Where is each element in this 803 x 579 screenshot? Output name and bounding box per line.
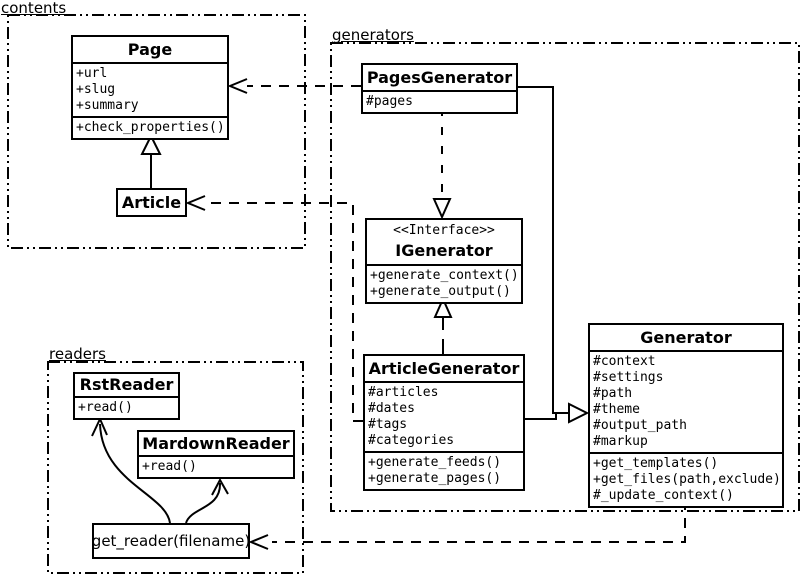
class-mardownreader-methods: +read()	[139, 455, 293, 477]
class-mardownreader: MardownReader +read()	[137, 430, 295, 479]
class-generator-name: Generator	[640, 328, 732, 347]
method: +generate_pages()	[368, 471, 502, 486]
class-igenerator-methods: +generate_context() +generate_output()	[367, 264, 521, 302]
class-articlegenerator-methods: +generate_feeds() +generate_pages()	[365, 451, 523, 489]
class-pagesgenerator: PagesGenerator #pages	[361, 63, 518, 114]
attribute: #dates	[368, 401, 415, 416]
attribute: #tags	[368, 417, 408, 432]
getreader-rstreader-arrow-line	[99, 423, 171, 524]
method: +generate_feeds()	[368, 455, 502, 470]
method: +read()	[78, 400, 133, 415]
attribute: +url	[76, 66, 108, 81]
attribute: #output_path	[593, 418, 687, 433]
contents-package-frame	[7, 14, 306, 249]
attribute: #context	[593, 354, 656, 369]
class-page-methods: +check_properties()	[73, 116, 227, 138]
get-reader-function-label: get_reader(filename)	[91, 532, 251, 550]
method: +generate_context()	[370, 268, 519, 283]
class-articlegenerator-name: ArticleGenerator	[368, 359, 520, 378]
class-generator-methods: +get_templates() +get_files(path,exclude…	[590, 452, 782, 506]
get-reader-function-box: get_reader(filename)	[92, 523, 250, 559]
class-rstreader-methods: +read()	[75, 396, 178, 418]
contents-package-label: contents	[1, 0, 67, 17]
method: +get_templates()	[593, 456, 719, 471]
attribute: #pages	[366, 94, 413, 109]
attribute: #categories	[368, 433, 455, 448]
readers-package-label: readers	[49, 345, 106, 363]
class-pagesgenerator-attributes: #pages	[363, 90, 516, 112]
generators-package-frame	[330, 42, 800, 512]
class-generator-attributes: #context #settings #path #theme #output_…	[590, 350, 782, 452]
class-page-attributes: +url +slug +summary	[73, 62, 227, 116]
class-articlegenerator: ArticleGenerator #articles #dates #tags …	[363, 354, 525, 491]
method: +generate_output()	[370, 284, 511, 299]
articlegenerator-article-dependency-line	[205, 202, 363, 422]
pagesgenerator-generator-inheritance-line	[518, 86, 569, 414]
attribute: #markup	[593, 434, 648, 449]
class-pagesgenerator-name: PagesGenerator	[366, 68, 513, 87]
class-igenerator-name: IGenerator	[395, 241, 493, 260]
article-page-inheritance-triangle-icon	[140, 133, 162, 155]
page-dependency-arrowhead-icon	[227, 78, 248, 94]
attribute: +slug	[76, 82, 116, 97]
generator-inheritance-triangle-icon	[568, 402, 590, 424]
class-page-name: Page	[127, 40, 173, 59]
readers-package-frame	[47, 361, 304, 574]
class-rstreader-name: RstReader	[79, 375, 174, 394]
method: #_update_context()	[593, 488, 734, 503]
method: +get_files(path,exclude)	[593, 472, 781, 487]
attribute: #theme	[593, 402, 640, 417]
getreader-mardownreader-arrow-line	[185, 482, 222, 524]
class-igenerator-stereotype: <<Interface>>	[393, 223, 495, 238]
class-generator: Generator #context #settings #path #them…	[588, 323, 784, 508]
class-article: Article	[116, 188, 187, 217]
class-articlegenerator-attributes: #articles #dates #tags #categories	[365, 381, 523, 451]
class-rstreader: RstReader +read()	[73, 372, 180, 420]
class-page: Page +url +slug +summary +check_properti…	[71, 35, 229, 140]
article-dependency-arrowhead-icon	[185, 195, 206, 211]
getreader-dependency-arrowhead-icon	[248, 534, 269, 550]
attribute: #settings	[593, 370, 664, 385]
method: +read()	[142, 459, 197, 474]
method: +check_properties()	[76, 120, 225, 135]
generator-getreader-dependency-line	[272, 500, 686, 543]
class-igenerator: <<Interface>> IGenerator +generate_conte…	[365, 218, 523, 304]
pagesgenerator-igenerator-realization-triangle-icon	[432, 198, 452, 220]
class-article-name: Article	[121, 193, 182, 212]
attribute: #path	[593, 386, 633, 401]
articlegenerator-igenerator-realization-triangle-icon	[433, 296, 453, 318]
generators-package-label: generators	[332, 26, 414, 44]
mardownreader-arrowhead-icon	[211, 477, 229, 496]
attribute: #articles	[368, 385, 439, 400]
attribute: +summary	[76, 98, 139, 113]
class-mardownreader-name: MardownReader	[142, 434, 290, 453]
articlegenerator-generator-inheritance-line	[525, 413, 557, 420]
